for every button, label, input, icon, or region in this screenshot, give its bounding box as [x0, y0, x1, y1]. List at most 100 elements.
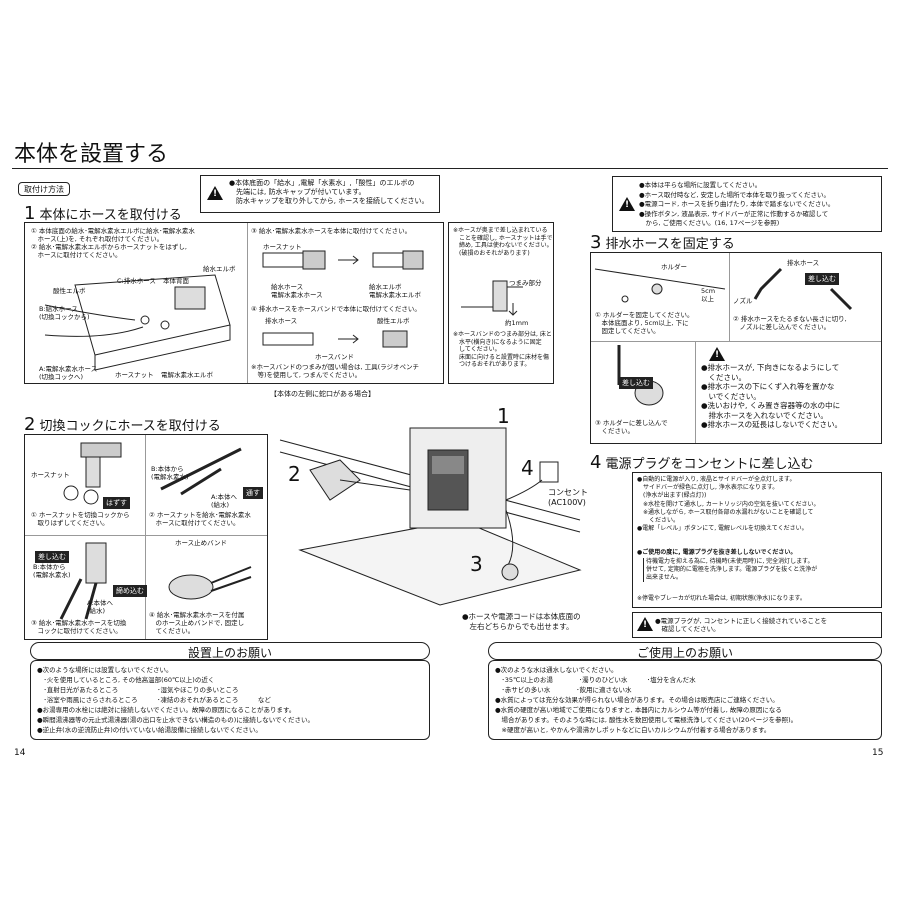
device-bottom-illustration: [44, 274, 231, 371]
step3-text3: ③ ホルダーに差し込んで ください。: [595, 419, 668, 435]
step2-vdiv: [145, 435, 146, 639]
step2-text4: ④ 給水･電解水素水ホースを付属 のホース止めバンドで, 固定し てください。: [149, 611, 245, 635]
request-use-title: ご使用上のお願い: [488, 642, 882, 660]
step3-box: ホルダー 5cm 以上 ① ホルダーを固定してください。 本体底面より, 5cm…: [590, 252, 882, 444]
hose-connect-illustration: [262, 250, 424, 270]
label-elbow-3: 給水エルボ 電解水素水エルボ: [369, 283, 421, 299]
label-a-hose: A:電解水素水ホース (切換コックへ): [39, 365, 98, 381]
diagram-note: ●ホースや電源コードは本体底面の 左右どちらからでも出せます。: [462, 612, 581, 631]
right-caution-text: ●本体は平らな場所に設置してください。 ●ホース取付時など, 安定した場所で本体…: [639, 181, 835, 227]
diagram-number-1: 1: [497, 404, 510, 428]
drain-hose-label: 排水ホース: [787, 259, 820, 267]
step1-text3: ③ 給水･電解水素水ホースを本体に取付けてください。: [251, 227, 412, 235]
step1-number: 1: [24, 203, 36, 224]
right-caution-box: ●本体は平らな場所に設置してください。 ●ホース取付時など, 安定した場所で本体…: [612, 176, 882, 232]
request-install-title: 設置上のお願い: [30, 642, 430, 660]
step3-text1: ① ホルダーを固定してください。 本体底面より, 5cm以上, 下に 固定してく…: [595, 311, 694, 335]
install-method-label: 取付け方法: [18, 182, 70, 196]
step4-box: ●自動的に電源が入り, 液晶とサイドバーが全点灯します。 サイドバーが緑色に点灯…: [632, 472, 882, 608]
step3-hdiv: [591, 341, 881, 342]
faucet-cock-illustration-1: [63, 442, 122, 505]
nozzle-label: ノズル: [733, 297, 753, 305]
tag-through: 通す: [243, 487, 263, 499]
diagram-number-4: 4: [521, 456, 534, 480]
step3-text2: ② 排水ホースをたるまない長さに切り, ノズルに差し込んでください。: [733, 315, 847, 331]
tag-insert-3b: 差し込む: [619, 377, 653, 389]
hose-nut-illustration-2: [160, 447, 242, 496]
label-acid-elbow: 酸性エルボ: [53, 287, 86, 295]
step4-text: ●自動的に電源が入り, 液晶とサイドバーが全点灯します。 サイドバーが緑色に点灯…: [637, 476, 820, 533]
warning-icon-step4: [637, 617, 653, 631]
step1-side-note2: ※ホースバンドのつまみ部分は, 床と 水平(横向き)になるように固定 してくださ…: [453, 331, 552, 368]
label-nut-2: ホースナット: [31, 471, 70, 479]
step1-divider: [247, 223, 248, 383]
step1-text1: ① 本体底面の給水･電解水素水エルボに給水･電解水素水 ホース(上)を, それぞ…: [31, 227, 195, 259]
faucet-cock-illustration-3: [59, 542, 107, 620]
tag-remove: はずす: [103, 497, 130, 509]
page-number-left: 14: [14, 748, 26, 758]
outlet-label: コンセント (AC100V): [548, 488, 588, 507]
label-hose-band: ホースバンド: [315, 353, 354, 361]
tag-insert: 差し込む: [35, 551, 69, 563]
installation-diagram: [279, 427, 582, 606]
label-b-supply: B:給水ホース (切換コックから): [39, 305, 90, 321]
step3-title: 排水ホースを固定する: [605, 237, 735, 252]
label-c-hose: C:排水ホース: [117, 277, 156, 285]
step2-text3: ③ 給水･電解水素水ホースを切換 コックに取付けてください。: [31, 619, 127, 635]
step4-bold-note: ●ご使用の度に, 電源プラグを抜き差ししないでください。: [637, 549, 797, 556]
step2-box: ホースナット はずす ① ホースナットを切換コックから 取りはずしてください。 …: [24, 434, 268, 640]
step4-sub-note: 待機電力を抑える為に, 待機時(未使用時)に, 完全消灯します。 併せて, 定期…: [643, 558, 817, 582]
drain-hose-illustration: [262, 330, 408, 348]
label-supply-hose-3: 給水ホース 電解水素水ホース: [271, 283, 323, 299]
step3-number: 3: [590, 232, 602, 253]
holder-illustration: [594, 268, 726, 303]
label-body-back: 本体背面: [163, 277, 189, 285]
step4-caution-box: ●電源プラグが, コンセントに正しく接続されていることを 確認してください。: [632, 612, 882, 638]
diagram-number-3: 3: [470, 552, 483, 576]
request-use-text: ●次のような水は通水しないでください。 ･35℃以上のお湯 ･濁りのひどい水 ･…: [495, 666, 798, 734]
tag-insert-3: 差し込む: [805, 273, 839, 285]
step1-box: ① 本体底面の給水･電解水素水エルボに給水･電解水素水 ホース(上)を, それぞ…: [24, 222, 444, 384]
label-elec-elbow: 電解水素水エルボ: [161, 371, 213, 379]
knob-label: つまみ部分: [509, 279, 542, 287]
warning-icon-step3: [709, 347, 725, 361]
step4-outage-note: ※停電やブレーカが切れた場合は, 初期状態(浄水)になります。: [637, 595, 806, 602]
step1-side-box: ※ホースが奥まで差し込まれている ことを確認し, ホースナットは手で 締め, 工…: [448, 222, 554, 384]
request-install-box: ●次のような場所には設置しないでください。 ･火を使用しているところ, その他高…: [30, 660, 430, 740]
warning-icon-right: [619, 197, 635, 211]
label-hose-nut-3: ホースナット: [263, 243, 302, 251]
label-hose-nut: ホースナット: [115, 371, 154, 379]
warning-icon: [207, 186, 223, 200]
label-acid-elbow-4: 酸性エルボ: [377, 317, 410, 325]
label-a-2: A:本体へ (給水): [211, 493, 238, 509]
left-faucet-caption: 【本体の左側に蛇口がある場合】: [270, 390, 375, 398]
request-use-box: ●次のような水は通水しないでください。 ･35℃以上のお湯 ･濁りのひどい水 ･…: [488, 660, 882, 740]
step2-text1: ① ホースナットを切換コックから 取りはずしてください。: [31, 511, 130, 527]
top-caution-text: ●本体底面の「給水」,電解「水素水」,「酸性」のエルボの 先端には, 防水キャッ…: [229, 179, 429, 205]
label-supply-elbow: 給水エルボ: [203, 265, 236, 273]
label-a-3: A:本体へ (給水): [87, 599, 114, 615]
step2-title: 切換コックにホースを取付ける: [39, 419, 221, 434]
request-install-text: ●次のような場所には設置しないでください。 ･火を使用しているところ, その他高…: [37, 666, 315, 734]
step2-number: 2: [24, 414, 36, 435]
label-band: ホース止めバンド: [175, 539, 227, 547]
tag-tighten: 締め込む: [113, 585, 147, 597]
step1-side-note: ※ホースが奥まで差し込まれている ことを確認し, ホースナットは手で 締め, 工…: [453, 227, 553, 257]
step1-title: 本体にホースを取付ける: [39, 208, 182, 223]
step4-caution: ●電源プラグが, コンセントに正しく接続されていることを 確認してください。: [655, 617, 828, 633]
label-b-2: B:本体から (電解水素水): [151, 465, 189, 481]
hose-band-fix-illustration: [168, 566, 252, 600]
step1-text4: ④ 排水ホースをホースバンドで本体に取付けてください。: [251, 305, 421, 313]
step3-vdiv2: [695, 341, 696, 443]
step2-text2: ② ホースナットを給水･電解水素水 ホースに取付けてください。: [149, 511, 251, 527]
holder-label: ホルダー: [661, 263, 687, 271]
step3-cautions: ●排水ホースが, 下向きになるようにして ください。 ●排水ホースの下にくず入れ…: [701, 363, 842, 429]
step1-note4: ※ホースバンドのつまみが固い場合は, 工具(ラジオペンチ 等)を使用して, つま…: [251, 363, 419, 379]
diagram-number-2: 2: [288, 462, 301, 486]
top-caution-box: ●本体底面の「給水」,電解「水素水」,「酸性」のエルボの 先端には, 防水キャッ…: [200, 175, 440, 213]
step4-title: 電源プラグをコンセントに差し込む: [605, 457, 814, 472]
